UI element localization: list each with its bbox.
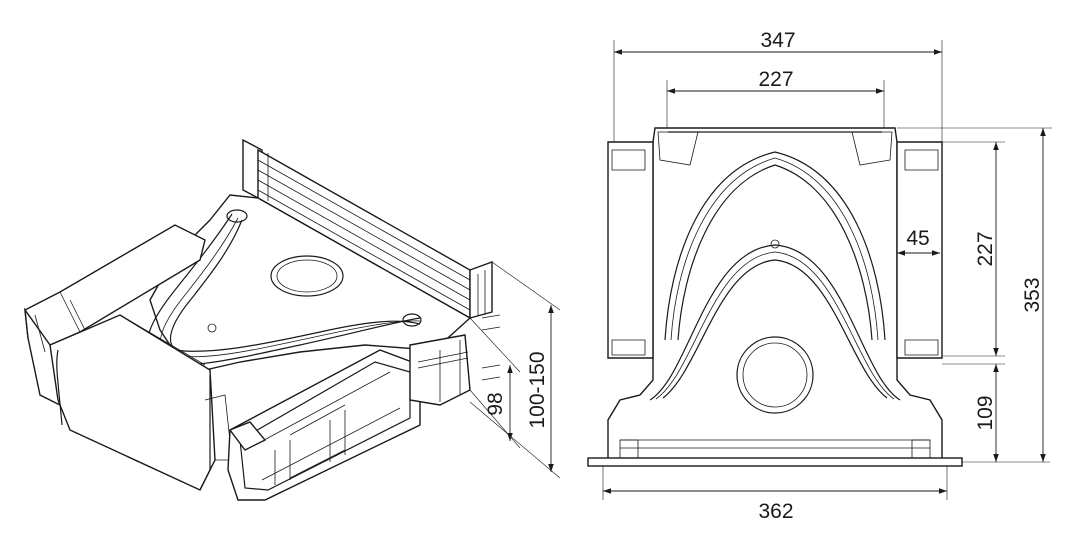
iso-main-body xyxy=(146,194,472,371)
dim-109-label: 109 xyxy=(974,395,997,430)
iso-dimension-100-150: 100-150 xyxy=(469,261,561,479)
iso-back-flange xyxy=(242,138,493,320)
dim-45-label: 45 xyxy=(906,227,929,250)
iso-dim-100-150-label: 100-150 xyxy=(526,351,549,428)
iso-front-left-duct xyxy=(49,314,233,491)
top-view: 347 227 45 227 109 xyxy=(587,29,1052,523)
dim-362-label: 362 xyxy=(758,500,793,523)
dim-347-label: 347 xyxy=(760,29,795,52)
iso-dimension-98: 98 xyxy=(469,317,521,449)
dimension-109: 109 xyxy=(942,363,1050,463)
top-view-outline xyxy=(607,127,943,461)
top-view-left-port xyxy=(607,141,654,359)
dim-353-label: 353 xyxy=(1021,277,1044,312)
iso-front-right-duct xyxy=(227,349,421,501)
iso-right-flange xyxy=(409,314,501,406)
dimension-227-right: 227 xyxy=(942,141,1005,357)
dimension-353: 353 xyxy=(897,127,1052,462)
dimension-227-top: 227 xyxy=(666,68,885,128)
top-view-outlet xyxy=(736,336,814,414)
dimension-45: 45 xyxy=(897,227,940,256)
dim-227-right-label: 227 xyxy=(974,231,997,266)
dimension-347: 347 xyxy=(613,29,943,142)
top-view-outer-arch xyxy=(664,151,886,341)
isometric-view: 98 100-150 xyxy=(24,138,561,501)
dimension-362: 362 xyxy=(602,466,948,523)
top-view-inner-arch xyxy=(649,244,901,401)
iso-dim-98-label: 98 xyxy=(484,392,507,415)
dim-227-top-label: 227 xyxy=(758,68,793,91)
top-view-right-port xyxy=(896,141,943,359)
